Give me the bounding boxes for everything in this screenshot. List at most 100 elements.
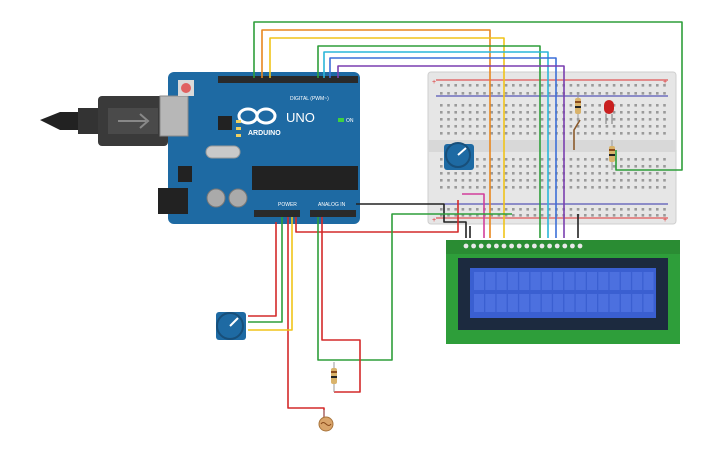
breadboard-hole: [440, 158, 443, 161]
lcd-cell: [620, 294, 631, 312]
breadboard-hole: [504, 84, 508, 87]
breadboard-hole: [526, 214, 529, 217]
breadboard-hole: [454, 179, 457, 182]
breadboard-hole: [605, 158, 609, 161]
breadboard-hole: [476, 111, 479, 114]
breadboard-hole: [641, 172, 645, 175]
wire-orange: [261, 29, 491, 238]
breadboard-hole: [656, 104, 659, 107]
breadboard-hole: [612, 186, 616, 189]
breadboard-hole: [519, 132, 522, 135]
breadboard-hole: [447, 186, 450, 189]
breadboard-hole: [591, 84, 594, 87]
breadboard-hole: [476, 172, 479, 175]
photoresistor: [318, 410, 334, 432]
usb-chip: [218, 116, 232, 130]
breadboard-hole: [512, 208, 515, 211]
breadboard-hole: [519, 165, 522, 168]
breadboard-hole: [533, 165, 537, 168]
wire-green-pot: [248, 217, 283, 323]
lcd-pin: [547, 243, 552, 249]
breadboard-hole: [663, 208, 666, 211]
breadboard-hole: [612, 84, 616, 87]
breadboard-hole: [512, 186, 515, 189]
breadboard-hole: [620, 214, 623, 217]
breadboard-hole: [540, 165, 544, 168]
breadboard-hole: [634, 214, 637, 217]
breadboard-hole: [490, 186, 493, 189]
lcd-pin: [532, 243, 537, 249]
breadboard-hole: [468, 186, 472, 189]
breadboard-hole: [540, 158, 544, 161]
breadboard-hole: [512, 104, 515, 107]
breadboard-hole: [504, 158, 508, 161]
breadboard-hole: [641, 186, 645, 189]
breadboard-hole: [656, 165, 659, 168]
breadboard-hole: [490, 104, 493, 107]
breadboard-hole: [504, 111, 508, 114]
breadboard-hole: [656, 179, 659, 182]
breadboard-hole: [569, 214, 573, 217]
breadboard-hole: [569, 165, 573, 168]
breadboard-hole: [440, 132, 443, 135]
breadboard-hole: [627, 208, 630, 211]
breadboard-hole: [576, 125, 580, 128]
breadboard-hole: [641, 118, 645, 121]
breadboard-hole: [461, 92, 465, 95]
lcd-pin: [516, 243, 522, 249]
atmega-chip: [252, 166, 358, 190]
breadboard-hole: [447, 125, 450, 128]
breadboard-hole: [591, 186, 594, 189]
breadboard-hole: [454, 132, 457, 135]
breadboard-hole: [461, 172, 465, 175]
breadboard-hole: [476, 208, 479, 211]
breadboard-hole: [569, 84, 573, 87]
wire-red-pot2: [248, 222, 277, 317]
breadboard-hole: [598, 214, 601, 217]
breadboard-hole: [648, 172, 652, 175]
breadboard-hole: [504, 214, 508, 217]
breadboard-hole: [533, 104, 537, 107]
breadboard-hole: [569, 186, 573, 189]
breadboard-hole: [663, 158, 666, 161]
breadboard-hole: [598, 208, 601, 211]
breadboard-hole: [548, 158, 551, 161]
breadboard-hole: [519, 111, 522, 114]
breadboard-hole: [569, 158, 573, 161]
breadboard-hole: [605, 92, 609, 95]
breadboard-hole: [569, 172, 573, 175]
breadboard-hole: [461, 104, 465, 107]
breadboard-hole: [627, 179, 630, 182]
breadboard-hole: [468, 84, 472, 87]
rail-plus-top-right: +: [663, 79, 667, 86]
breadboard-hole: [497, 92, 501, 95]
breadboard-hole: [627, 92, 630, 95]
breadboard-hole: [519, 125, 522, 128]
breadboard-hole: [648, 165, 652, 168]
breadboard-hole: [620, 208, 623, 211]
lcd-cell: [587, 272, 597, 290]
wire-blue-d4: [329, 57, 557, 238]
breadboard-hole: [476, 104, 479, 107]
breadboard-hole: [540, 208, 544, 211]
wire-green-long: [253, 21, 683, 171]
lcd-cell: [643, 294, 654, 312]
breadboard-hole: [663, 214, 666, 217]
rail-plus-bottom: +: [432, 217, 436, 224]
lcd-cell: [519, 272, 530, 290]
wire-brown: [573, 119, 581, 150]
breadboard-hole: [605, 118, 609, 121]
breadboard-hole: [440, 172, 443, 175]
breadboard-hole: [526, 158, 529, 161]
breadboard-hole: [490, 179, 493, 182]
breadboard-hole: [483, 104, 486, 107]
breadboard-hole: [468, 111, 472, 114]
breadboard-hole: [627, 104, 630, 107]
breadboard-hole: [648, 208, 652, 211]
lcd-display: [446, 240, 680, 344]
breadboard-hole: [447, 104, 450, 107]
breadboard-hole: [612, 92, 616, 95]
breadboard-hole: [648, 118, 652, 121]
breadboard-hole: [468, 179, 472, 182]
